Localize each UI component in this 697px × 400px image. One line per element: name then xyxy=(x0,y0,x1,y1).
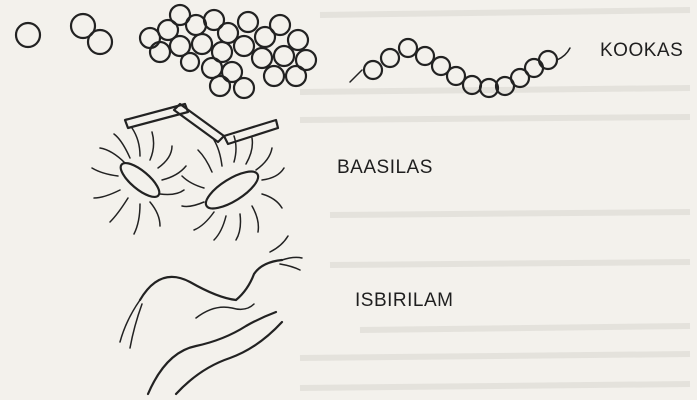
diplococcus-b xyxy=(88,30,112,54)
background-texture xyxy=(300,10,690,388)
spirillum-lower-b xyxy=(176,322,282,394)
label-bacilli: BAASILAS xyxy=(337,157,433,179)
staphylococcus-cluster xyxy=(140,5,316,98)
flagellated-bacillus-right xyxy=(182,136,284,240)
spirilla-group xyxy=(120,236,302,394)
bacillus-rods xyxy=(125,104,278,144)
spirillum-main xyxy=(140,260,282,300)
bacilli-group xyxy=(92,104,284,240)
flagellated-bacillus-left xyxy=(92,128,186,234)
label-cocci: KOOKAS xyxy=(600,40,683,62)
cocci-group xyxy=(16,5,570,98)
label-spirilla: ISBIRILAM xyxy=(355,290,453,312)
spirillum-lower xyxy=(148,312,276,394)
coccus-single xyxy=(16,23,40,47)
spirillum-small xyxy=(196,304,254,318)
